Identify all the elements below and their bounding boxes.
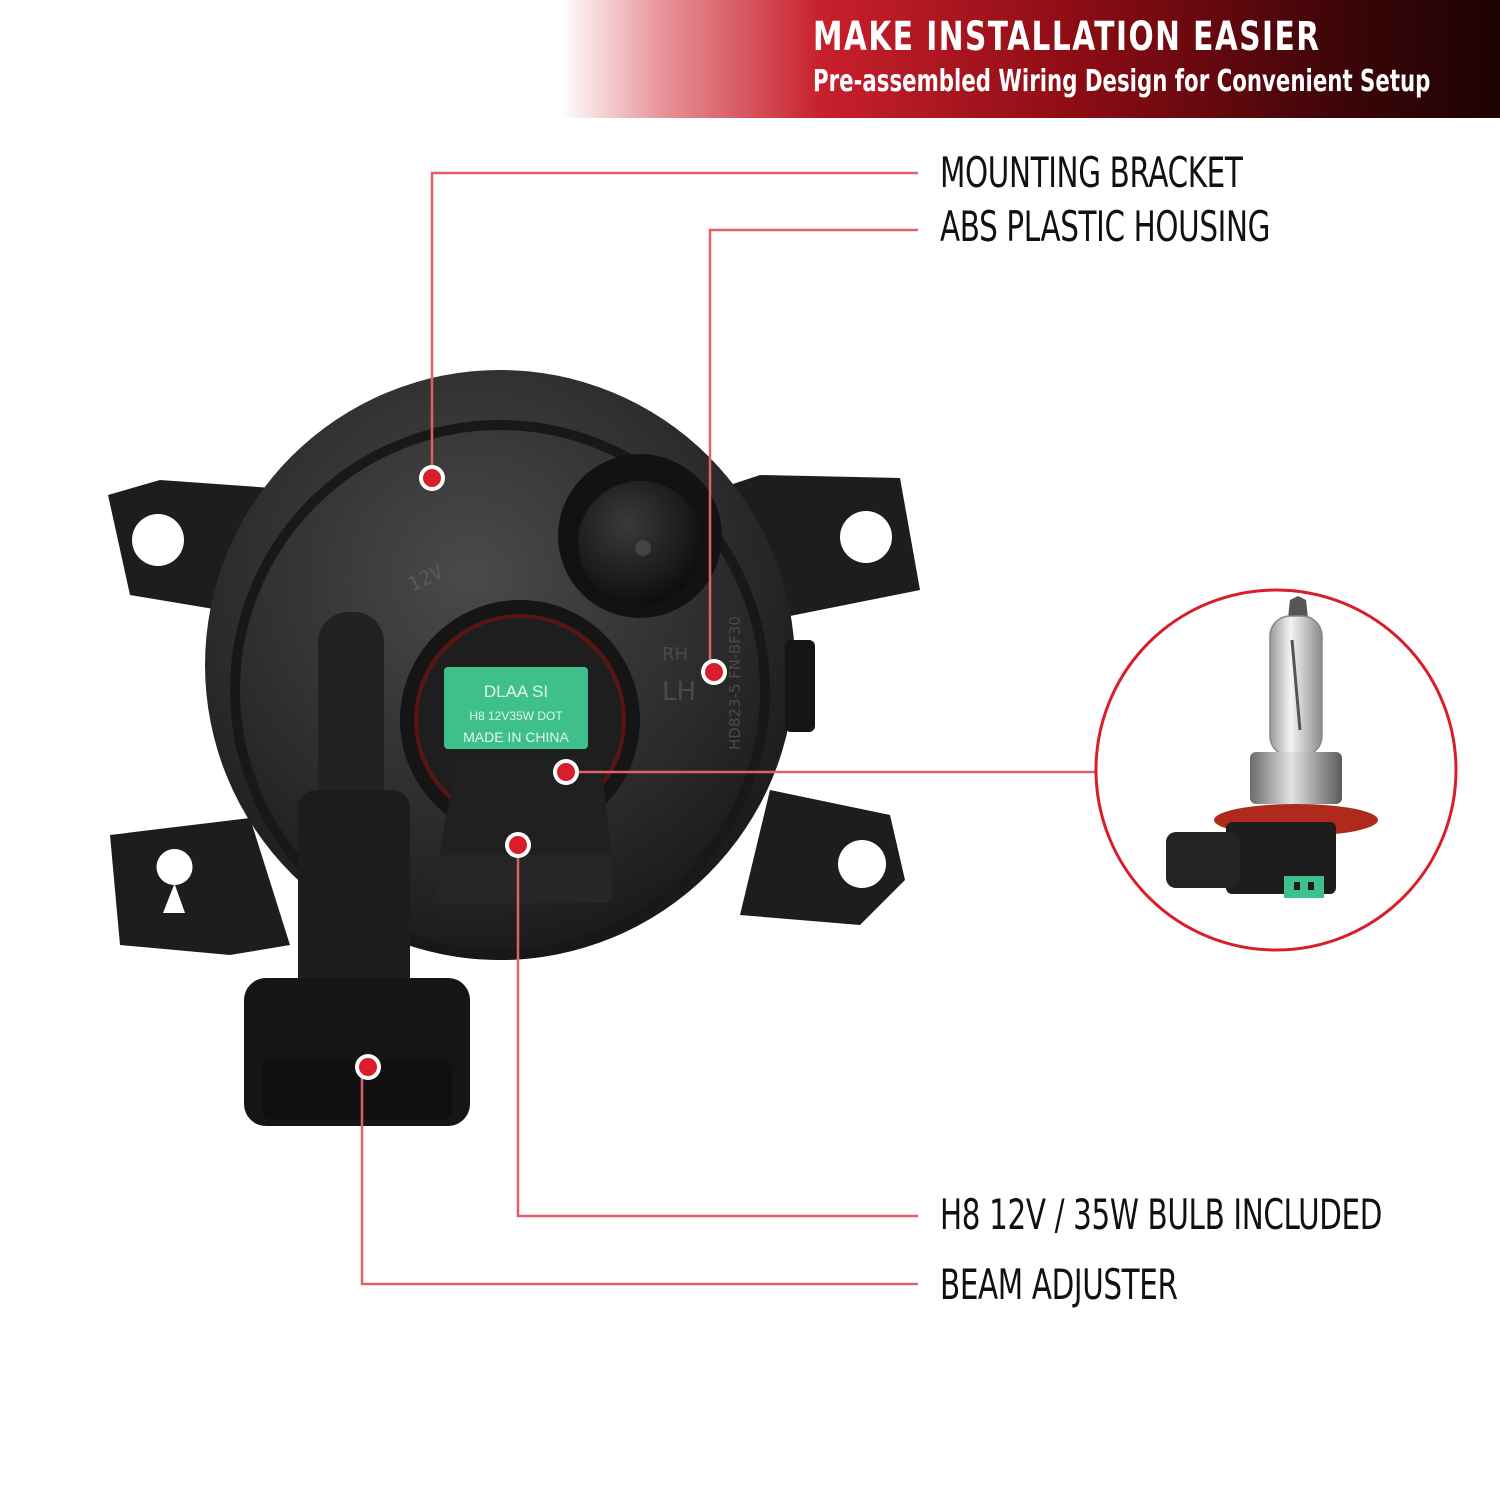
callout-bulb: H8 12V / 35W BULB INCLUDED <box>940 1190 1383 1239</box>
bulb-inset <box>1094 588 1458 952</box>
callout-abs-housing: ABS PLASTIC HOUSING <box>940 202 1271 251</box>
callout-mounting-bracket: MOUNTING BRACKET <box>940 148 1243 197</box>
beam-adjuster <box>244 612 470 1126</box>
h8-bulb-icon <box>1166 596 1378 898</box>
banner-subtitle: Pre-assembled Wiring Design for Convenie… <box>813 64 1431 99</box>
leader-lines <box>360 171 1096 1286</box>
callout-beam-adjuster: BEAM ADJUSTER <box>940 1260 1178 1309</box>
bulb-label-line2: H8 12V35W DOT <box>469 709 563 723</box>
side-code-mark: HD823-5 FN-BF30 <box>726 616 744 750</box>
bulb-label-line1: DLAA SI <box>484 682 548 701</box>
rh-mark: RH <box>662 644 688 665</box>
callout-markers <box>355 465 727 1080</box>
header-banner <box>0 0 1500 118</box>
bulb-label <box>444 667 588 749</box>
banner-title: MAKE INSTALLATION EASIER <box>813 14 1321 60</box>
lh-mark: LH <box>662 677 696 707</box>
bulb-label-line3: MADE IN CHINA <box>463 729 569 745</box>
